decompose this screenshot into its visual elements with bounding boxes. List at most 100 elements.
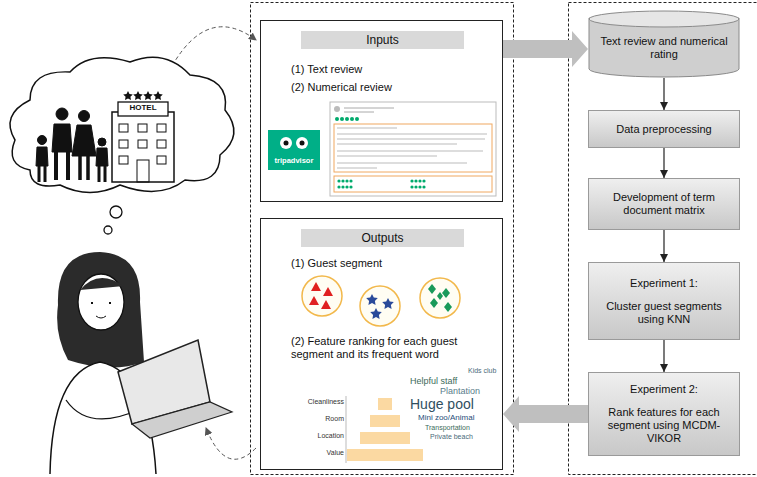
family-icon bbox=[39, 166, 45, 182]
review-screenshot bbox=[335, 117, 359, 121]
dashed-panel bbox=[569, 3, 757, 475]
block-arrow bbox=[503, 396, 588, 432]
axis-label: Cleanliness bbox=[290, 398, 344, 406]
thought-cloud bbox=[10, 57, 234, 234]
word-cloud-term: Private beach bbox=[430, 433, 473, 441]
family-icon bbox=[96, 148, 108, 166]
review-screenshot bbox=[349, 185, 352, 188]
node-text: Experiment 2: bbox=[630, 383, 698, 396]
family-icon bbox=[79, 111, 90, 122]
process-box: Experiment 1: Cluster guest segments usin… bbox=[588, 262, 740, 340]
dashed-panel bbox=[251, 3, 514, 475]
review-screenshot bbox=[355, 117, 359, 121]
review-screenshot bbox=[350, 117, 354, 121]
cylinder-top bbox=[589, 11, 739, 27]
flow-arrow bbox=[663, 78, 664, 110]
word-cloud-term: Transportation bbox=[425, 424, 470, 432]
woman-figure bbox=[132, 402, 232, 438]
hotel-building bbox=[119, 156, 128, 164]
cluster-plot bbox=[442, 288, 450, 298]
tripadvisor-logo bbox=[280, 137, 292, 149]
review-screenshot bbox=[335, 117, 339, 121]
node-text: Rank features for each segment using MCD… bbox=[597, 406, 731, 445]
node-text: (2) Numerical review bbox=[291, 81, 491, 94]
cluster-plot bbox=[382, 298, 394, 309]
node-text: Experiment 1: bbox=[630, 277, 698, 290]
output-panel: Outputs(1) Guest segment(2) Feature rank… bbox=[260, 218, 503, 470]
hotel-building bbox=[119, 124, 128, 132]
thought-cloud bbox=[110, 206, 122, 218]
word-cloud-term: Helpful staff bbox=[410, 376, 457, 387]
tripadvisor-logo bbox=[300, 141, 305, 146]
review-screenshot bbox=[330, 102, 496, 196]
hotel-building bbox=[153, 91, 163, 100]
block-arrow bbox=[503, 31, 588, 67]
panel-header: Outputs bbox=[301, 229, 464, 247]
ranking-bars bbox=[370, 415, 400, 427]
flow-arrow bbox=[663, 230, 664, 262]
family-icon bbox=[72, 125, 96, 156]
family-icon bbox=[56, 152, 68, 180]
axis-label: Location bbox=[290, 432, 344, 440]
dashed-panel bbox=[251, 3, 757, 475]
hotel-building bbox=[143, 91, 153, 100]
hotel-building bbox=[123, 91, 163, 100]
flow-arrow bbox=[663, 340, 664, 372]
review-screenshot bbox=[345, 179, 348, 182]
database-cylinder: Text review and numerical rating bbox=[588, 10, 740, 78]
dashed-arrow bbox=[206, 428, 256, 459]
hotel-building bbox=[133, 91, 143, 100]
family-icon bbox=[38, 136, 47, 145]
review-screenshot bbox=[410, 185, 413, 188]
cluster-plot bbox=[366, 294, 378, 305]
review-screenshot bbox=[334, 106, 340, 112]
hotel-building bbox=[157, 156, 166, 164]
cluster-plot bbox=[323, 287, 333, 296]
review-screenshot bbox=[422, 185, 425, 188]
review-screenshot bbox=[337, 179, 425, 188]
hotel-sign: HOTEL bbox=[118, 103, 168, 113]
family-icon bbox=[36, 147, 48, 166]
review-screenshot bbox=[414, 179, 417, 182]
woman-figure bbox=[92, 302, 110, 304]
family-icon bbox=[80, 156, 88, 180]
thought-cloud bbox=[104, 226, 112, 234]
hotel-building bbox=[112, 91, 174, 182]
hotel-building bbox=[138, 140, 147, 148]
flow-arrow bbox=[663, 148, 664, 178]
family-icon bbox=[52, 124, 72, 152]
process-box: Data preprocessing bbox=[588, 110, 740, 148]
family-icon bbox=[98, 138, 106, 146]
cluster-plot bbox=[321, 300, 331, 309]
review-screenshot bbox=[418, 185, 421, 188]
cluster-plot bbox=[366, 294, 394, 319]
cluster-plot bbox=[437, 292, 443, 300]
tripadvisor-logo bbox=[268, 130, 320, 170]
cluster-plot bbox=[309, 282, 333, 309]
thought-cloud bbox=[10, 57, 234, 192]
node-text: (1) Text review bbox=[291, 63, 491, 76]
word-cloud-term: Plantation bbox=[440, 386, 480, 397]
hotel-building bbox=[157, 140, 166, 148]
family-icon bbox=[56, 108, 68, 120]
node-text: Data preprocessing bbox=[616, 123, 711, 136]
cluster-plot bbox=[420, 278, 460, 318]
cluster-plot bbox=[309, 296, 319, 305]
panel-header: Inputs bbox=[301, 31, 464, 49]
review-screenshot bbox=[422, 179, 425, 182]
node-text: Cluster guest segments using KNN bbox=[597, 300, 731, 326]
hotel-building bbox=[119, 140, 128, 148]
hotel-building bbox=[119, 124, 166, 182]
cluster-plot bbox=[428, 284, 452, 312]
cluster-plot bbox=[302, 276, 460, 326]
hotel-building bbox=[112, 112, 174, 182]
cluster-plot bbox=[428, 284, 436, 294]
axis-label: Room bbox=[290, 415, 344, 423]
logo-text: tripadvisor bbox=[268, 156, 320, 165]
word-cloud-term: Huge pool bbox=[410, 396, 474, 413]
hotel-building bbox=[137, 160, 149, 182]
ranking-bars bbox=[378, 398, 392, 410]
review-screenshot bbox=[349, 179, 352, 182]
cluster-plot bbox=[360, 286, 400, 326]
review-screenshot bbox=[330, 102, 496, 196]
